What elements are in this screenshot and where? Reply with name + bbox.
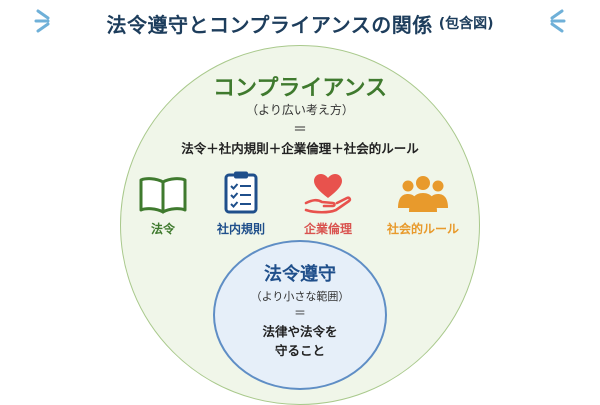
item-internal-rules: 社内規則 [196,170,286,237]
heart-hand-icon [304,174,352,214]
item-social-rules-label: 社会的ルール [386,222,459,236]
clipboard-checklist-icon [224,171,258,214]
legal-compliance-circle [213,240,387,390]
compliance-equals: ＝ [293,122,307,138]
title-sub: (包含図) [438,16,494,32]
item-internal-rules-label: 社内規則 [216,222,265,236]
item-corporate-ethics: 企業倫理 [283,170,373,237]
compliance-note: （より広い考え方） [246,103,354,117]
item-law: 法令 [118,170,208,237]
legal-compliance-heading: 法令遵守 [264,264,336,285]
item-social-rules: 社会的ルール [378,170,468,237]
people-group-icon [398,176,448,212]
title-main: 法令遵守とコンプライアンスの関係 [106,12,433,37]
compliance-heading: コンプライアンス [212,76,388,101]
legal-compliance-description: 法律や法令を 守ること [0,322,600,360]
left-accent-icon [34,9,50,33]
right-accent-icon [550,9,566,33]
legal-compliance-equals: ＝ [293,306,306,320]
book-icon [139,177,187,214]
title-bar: 法令遵守とコンプライアンスの関係 (包含図) [0,6,600,40]
item-law-label: 法令 [150,222,175,236]
compliance-formula: 法令＋社内規則＋企業倫理＋社会的ルール [181,141,419,156]
legal-compliance-desc-line2: 守ること [274,343,325,358]
legal-compliance-note: （より小さな範囲） [250,290,350,303]
item-corporate-ethics-label: 企業倫理 [303,222,352,236]
legal-compliance-desc-line1: 法律や法令を [262,324,338,339]
